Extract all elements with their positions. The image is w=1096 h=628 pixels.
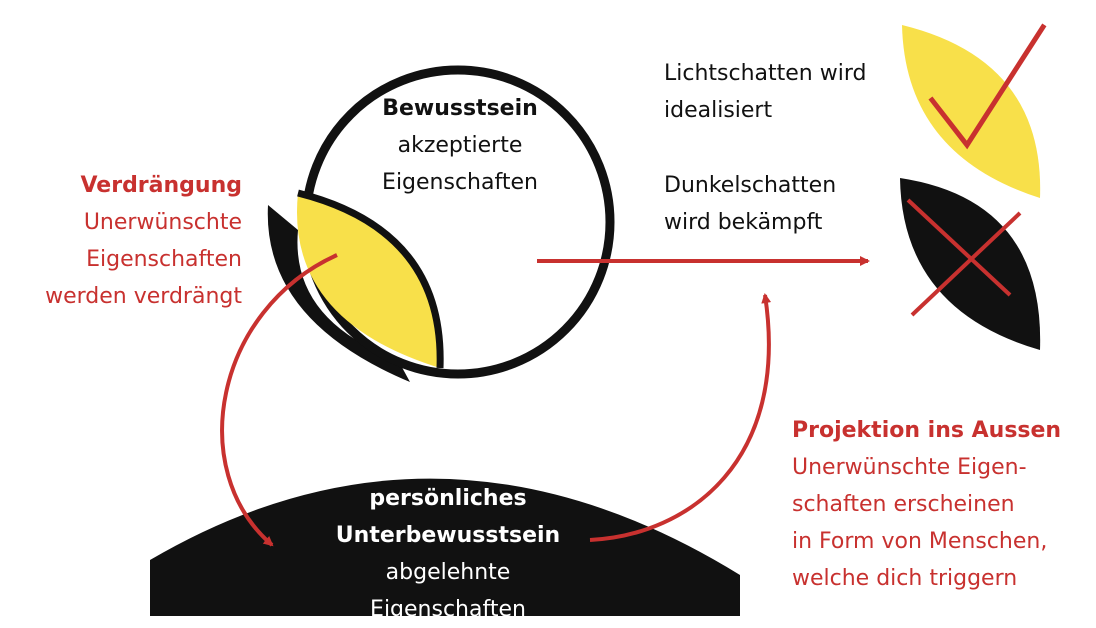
projection-line-1: Unerwünschte Eigen- — [792, 455, 1027, 480]
repression-title: Verdrängung — [80, 173, 242, 198]
repressed-lens — [296, 193, 441, 368]
dark-shadow-leaf — [900, 178, 1041, 350]
dark-shadow-line-2: wird bekämpft — [664, 210, 823, 235]
projection-line-2: schaften erscheinen — [792, 492, 1015, 517]
light-shadow-line-2: idealisiert — [664, 98, 773, 123]
repression-line-1: Unerwünschte — [83, 210, 242, 235]
dark-shadow-label: Dunkelschatten wird bekämpft — [664, 167, 894, 241]
subconscious-title-2: Unterbewusstsein — [335, 523, 561, 548]
check-icon — [928, 23, 1047, 150]
projection-line-3: in Form von Menschen, — [792, 529, 1048, 554]
consciousness-label: Bewusstsein akzeptierte Eigenschaften — [360, 90, 560, 201]
light-shadow-leaf — [902, 25, 1041, 198]
subconscious-line-1: abgelehnte — [385, 560, 511, 585]
consciousness-title: Bewusstsein — [382, 96, 538, 121]
repression-line-2: Eigenschaften — [86, 247, 242, 272]
repression-label: Verdrängung Unerwünschte Eigenschaften w… — [20, 167, 242, 315]
subconscious-title-1: persönliches — [369, 486, 527, 511]
arrow-repression — [220, 253, 338, 547]
consciousness-line-2: Eigenschaften — [382, 170, 538, 195]
light-shadow-line-1: Lichtschatten wird — [664, 61, 867, 86]
consciousness-line-1: akzeptierte — [397, 133, 523, 158]
subconscious-line-2: Eigenschaften — [370, 597, 526, 622]
arrow-projection — [589, 293, 772, 542]
subconscious-label: persönliches Unterbewusstsein abgelehnte… — [300, 480, 596, 628]
repression-line-3: werden verdrängt — [45, 284, 242, 309]
projection-line-4: welche dich triggern — [792, 566, 1018, 591]
projection-label: Projektion ins Aussen Unerwünschte Eigen… — [792, 412, 1082, 597]
subconscious-shape — [150, 478, 740, 616]
dark-shadow-line-1: Dunkelschatten — [664, 173, 837, 198]
cross-icon — [906, 198, 1022, 317]
light-shadow-label: Lichtschatten wird idealisiert — [664, 55, 894, 129]
repressed-lens-outline — [297, 189, 444, 369]
projection-title: Projektion ins Aussen — [792, 418, 1062, 443]
